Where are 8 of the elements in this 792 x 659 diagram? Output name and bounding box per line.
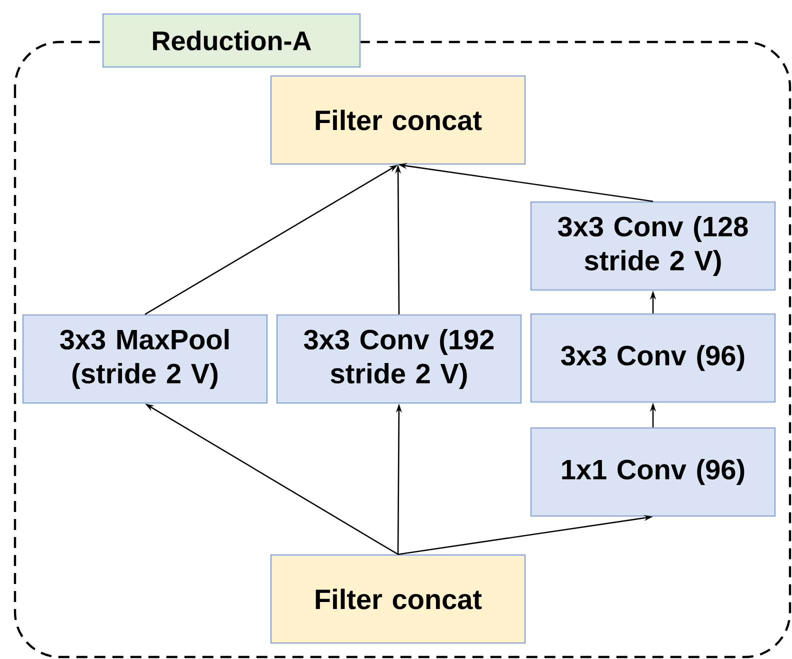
title-box: Reduction-A — [102, 13, 361, 68]
layer-box: 3x3 Conv (128 stride 2 V) — [530, 201, 776, 291]
layer-box: 1x1 Conv (96) — [530, 427, 776, 517]
layer-box: Filter concat — [270, 554, 526, 644]
layer-box: 3x3 Conv (192 stride 2 V) — [276, 314, 522, 404]
layer-box: 3x3 MaxPool (stride 2 V) — [22, 314, 268, 404]
layer-box: Filter concat — [270, 75, 526, 165]
layer-box: 3x3 Conv (96) — [530, 313, 776, 403]
